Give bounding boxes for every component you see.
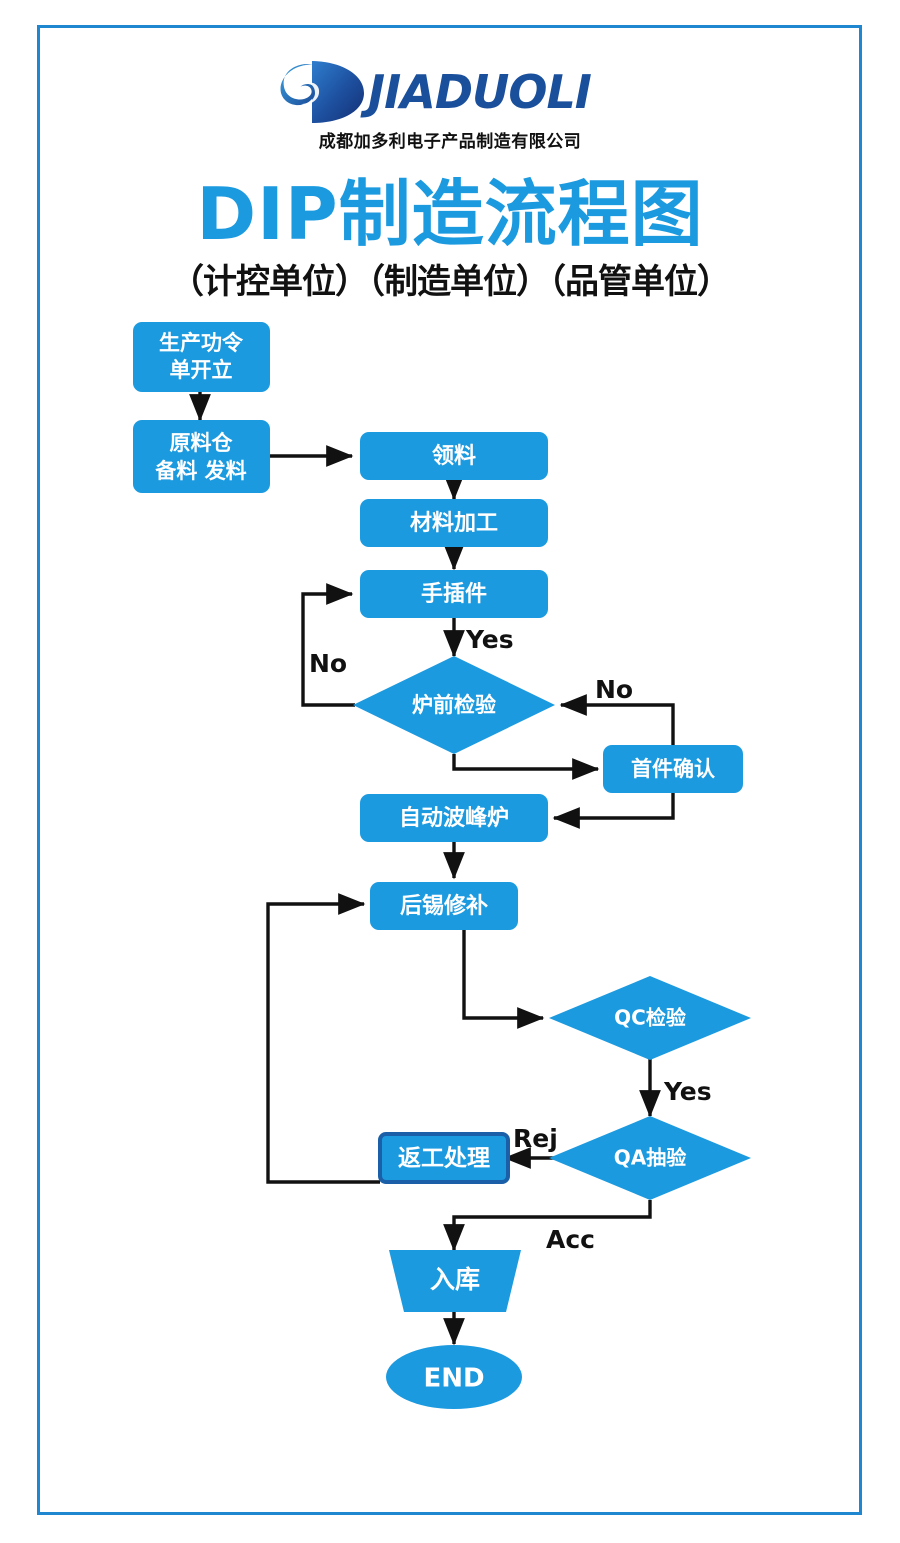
node-label: 入库 [430,1265,480,1294]
node-label: 单开立 [170,358,233,382]
node-pre-furnace-inspection[interactable]: 炉前检验 [353,656,555,754]
node-label: END [423,1364,484,1394]
node-label: QA抽验 [614,1146,686,1170]
page-subtitle: （计控单位）（制造单位）（品管单位） [170,262,731,302]
edge-label-acc: Acc [546,1225,595,1254]
node-pick-material[interactable]: 领料 [360,432,548,480]
node-auto-wave-solder[interactable]: 自动波峰炉 [360,794,548,842]
node-material-processing[interactable]: 材料加工 [360,499,548,547]
edge-label-yes-2: Yes [663,1077,712,1106]
edge-n12-n9 [266,893,380,1184]
page-title: DIP制造流程图 [196,172,704,256]
node-label: 炉前检验 [412,693,496,717]
node-post-solder-repair[interactable]: 后锡修补 [370,882,518,930]
edge-label-no-2: No [595,675,633,704]
company-logo: JIADUOLI 成都加多利电子产品制造有限公司 [280,55,620,155]
node-label: 手插件 [421,582,487,607]
edge-n11-n13 [443,1200,652,1252]
edge-n7-n8 [552,793,675,829]
node-label: 自动波峰炉 [399,805,509,831]
node-rework[interactable]: 返工处理 [378,1132,510,1184]
node-label: 材料加工 [410,511,498,536]
company-name: 成都加多利电子产品制造有限公司 [318,132,582,152]
node-label: 首件确认 [631,757,715,781]
node-label: 后锡修补 [400,893,488,919]
node-label: 领料 [432,443,476,469]
edge-n6-n7 [452,754,600,780]
edge-label-rej: Rej [513,1124,558,1153]
node-qc-inspection[interactable]: QC检验 [549,976,751,1060]
edge-n9-n10 [462,930,545,1029]
node-label: 备料 发料 [154,459,246,483]
edge-n7-n6-no [559,694,675,745]
connector-group [189,392,675,1346]
node-warehouse-in[interactable]: 入库 [389,1250,521,1312]
node-label: 生产功令 [159,331,244,355]
edge-n6-n5-no [301,583,355,707]
node-first-article-confirm[interactable]: 首件确认 [603,745,743,793]
node-production-order[interactable]: 生产功令 单开立 [133,322,270,392]
edge-label-no-1: No [309,649,347,678]
node-manual-insertion[interactable]: 手插件 [360,570,548,618]
node-label: QC检验 [614,1006,686,1030]
swoosh-d-logo-icon [280,61,364,123]
node-material-warehouse[interactable]: 原料仓 备料 发料 [133,420,270,493]
edge-label-yes-1: Yes [465,625,514,654]
node-label: 返工处理 [398,1146,490,1172]
node-label: 原料仓 [170,431,234,455]
node-end[interactable]: END [386,1345,522,1409]
node-qa-sampling[interactable]: QA抽验 [549,1116,751,1200]
logo-wordmark: JIADUOLI [368,65,592,119]
